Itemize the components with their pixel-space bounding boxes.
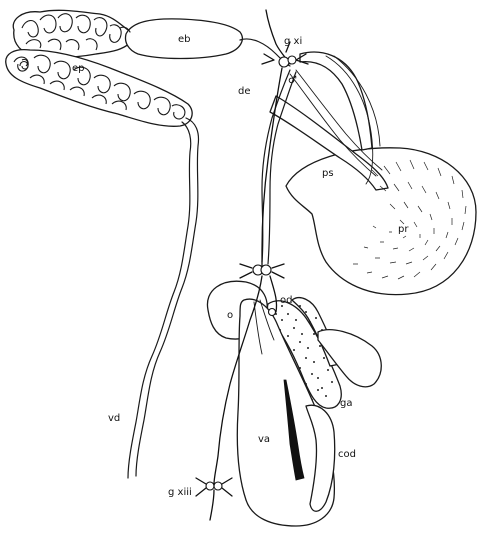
label-male-symbol: ♂ (288, 75, 297, 86)
label-od: od (280, 295, 292, 306)
label-g-xi: g xi (284, 36, 302, 47)
label-pr: pr (398, 224, 409, 235)
label-g-xiii: g xiii (168, 487, 192, 498)
label-eb: eb (178, 34, 191, 45)
ganglion-xiii (196, 478, 232, 520)
label-ga: ga (340, 398, 352, 409)
label-va: va (258, 434, 270, 445)
label-o: o (227, 310, 233, 321)
label-ps: ps (322, 168, 334, 179)
label-cod: cod (338, 449, 356, 460)
label-vd: vd (108, 413, 120, 424)
label-de: de (238, 86, 251, 97)
label-ep: ep (72, 63, 85, 74)
oviduct-complex (237, 298, 381, 526)
